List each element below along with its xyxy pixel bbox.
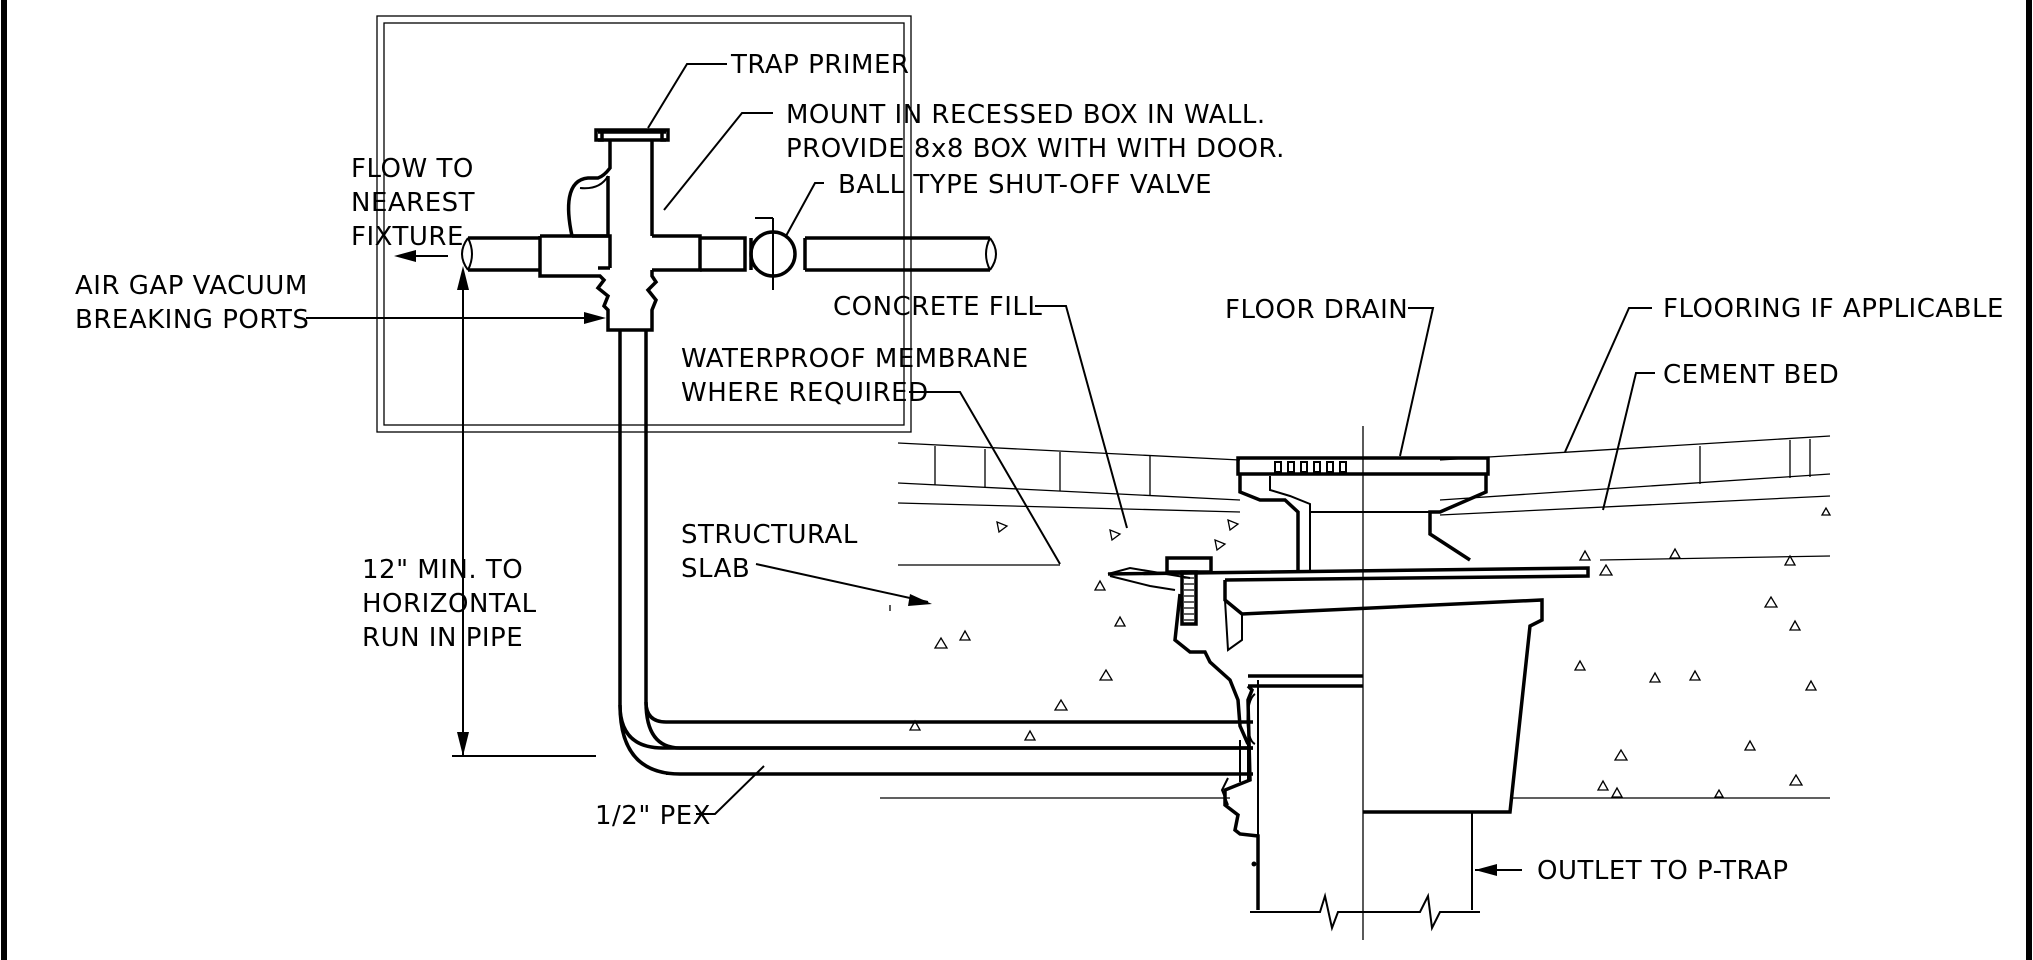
label-floor-drain: FLOOR DRAIN: [1225, 295, 1408, 325]
label-airgap-line1: AIR GAP VACUUM: [75, 271, 308, 301]
label-min-line2: HORIZONTAL: [362, 589, 537, 619]
leader-lines: [306, 63, 1655, 876]
label-outlet: OUTLET TO P-TRAP: [1537, 856, 1789, 886]
label-membrane-line2: WHERE REQUIRED: [681, 378, 929, 408]
label-mount-line1: MOUNT IN RECESSED BOX IN WALL.: [786, 100, 1266, 130]
label-min-line3: RUN IN PIPE: [362, 623, 523, 653]
drawing-labels: TRAP PRIMER MOUNT IN RECESSED BOX IN WAL…: [75, 50, 2004, 886]
recessed-wall-box: [376, 15, 912, 433]
label-min-line1: 12" MIN. TO: [362, 555, 523, 585]
pex-tubing: [618, 330, 1253, 782]
trap-primer-assembly: [461, 128, 997, 332]
floor-layers: [880, 435, 1832, 799]
label-slab-line1: STRUCTURAL: [681, 520, 858, 550]
floor-drain: [1107, 426, 1590, 940]
label-flooring: FLOORING IF APPLICABLE: [1663, 294, 2004, 324]
label-flow-line3: FIXTURE: [351, 222, 464, 252]
label-slab-line2: SLAB: [681, 554, 750, 584]
label-mount-line2: PROVIDE 8x8 BOX WITH WITH DOOR.: [786, 134, 1285, 164]
label-pex: 1/2" PEX: [595, 801, 711, 831]
label-flow-line1: FLOW TO: [351, 154, 474, 184]
label-concrete-fill: CONCRETE FILL: [833, 292, 1042, 322]
label-flow-line2: NEAREST: [351, 188, 475, 218]
label-cement-bed: CEMENT BED: [1663, 360, 1839, 390]
label-ball-valve: BALL TYPE SHUT-OFF VALVE: [838, 170, 1212, 200]
label-trap-primer: TRAP PRIMER: [730, 50, 909, 80]
dimension-12in-min: [452, 266, 596, 757]
label-membrane-line1: WATERPROOF MEMBRANE: [681, 344, 1029, 374]
label-airgap-line2: BREAKING PORTS: [75, 305, 309, 335]
